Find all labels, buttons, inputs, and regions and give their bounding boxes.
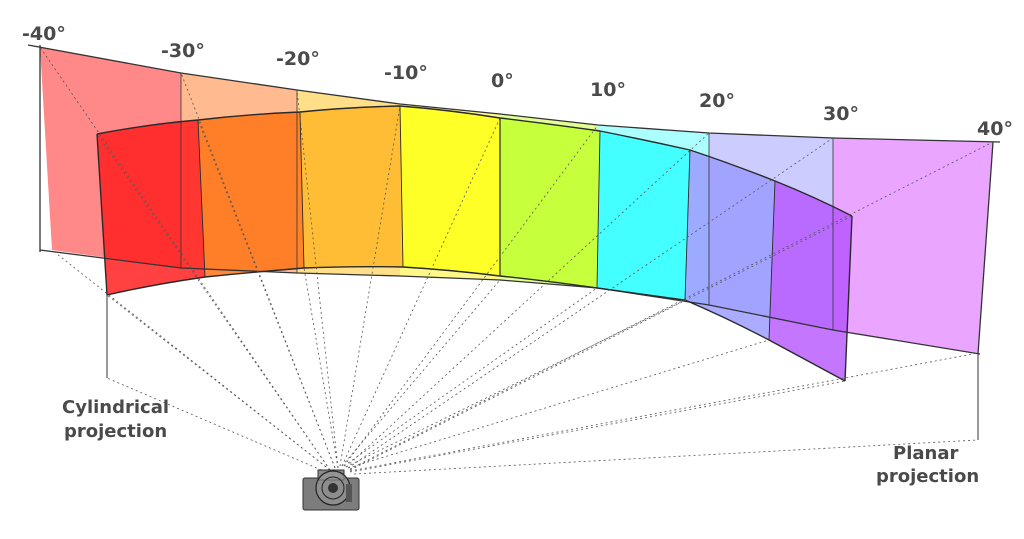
caption-cylindrical-line-2: projection <box>64 421 167 442</box>
caption-cylindrical-line-1: Cylindrical <box>62 397 169 418</box>
cylindrical-band-2 <box>198 112 304 277</box>
cylindrical-band-3 <box>300 106 403 268</box>
planar-frame <box>27 44 1001 355</box>
cylindrical-band-6 <box>597 131 690 300</box>
caption-planar-line-2: projection <box>876 466 979 487</box>
angle-label-minus-40: -40° <box>22 23 66 45</box>
planar-band-8 <box>833 138 993 353</box>
cylindrical-band-4 <box>400 106 500 276</box>
camera-icon <box>302 469 360 511</box>
angle-label-30: 30° <box>823 103 859 125</box>
planar-bottom-edge <box>39 249 981 355</box>
cylindrical-band-7 <box>685 150 775 340</box>
caption-planar-line-1: Planar <box>893 443 958 464</box>
cylindrical-band-8 <box>769 181 852 381</box>
projection-rays <box>39 46 994 475</box>
planar-right-edge <box>977 141 994 355</box>
planar-top-edge <box>27 44 1001 143</box>
angle-label-minus-30: -30° <box>161 40 205 62</box>
cylindrical-projection-surface <box>97 106 852 381</box>
cylindrical-top-edge <box>96 105 853 217</box>
caption-cylindrical: Cylindrical projection <box>62 397 169 442</box>
caption-leaders <box>106 295 979 440</box>
angle-label-40: 40° <box>977 118 1013 140</box>
angle-label-minus-20: -20° <box>276 48 320 70</box>
angle-label-minus-10: -10° <box>384 62 428 84</box>
angle-label-0: 0° <box>491 70 514 92</box>
angle-label-10: 10° <box>590 79 626 101</box>
angle-label-20: 20° <box>699 90 735 112</box>
cylindrical-band-5 <box>500 118 600 288</box>
angle-labels: -40° -30° -20° -10° 0° 10° 20° 30° 40° <box>22 23 1013 140</box>
caption-planar: Planar projection <box>876 443 979 487</box>
cylindrical-frame <box>96 105 853 382</box>
